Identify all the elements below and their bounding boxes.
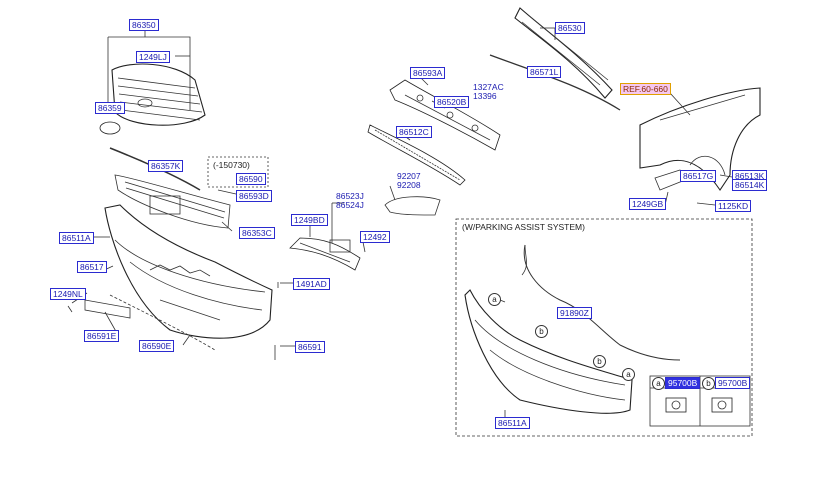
leader-86350-right [108,36,191,110]
label-1249nl[interactable]: 1249NL [50,288,86,300]
fog-lamp-cover [384,196,441,216]
label-150730: (-150730) [213,160,250,170]
label-1125kd[interactable]: 1125KD [715,200,752,212]
emblem [99,121,121,135]
parking-assist-box [455,218,753,437]
label-86571l[interactable]: 86571L [527,66,562,78]
label-86530[interactable]: 86530 [555,22,585,34]
label-86590e[interactable]: 86590E [139,340,175,352]
callout-a-box: a [652,377,665,390]
label-86514k[interactable]: 86514K [732,179,768,191]
label-1249gb[interactable]: 1249GB [629,198,667,210]
label-86511a-pas[interactable]: 86511A [495,417,530,429]
parking-assist-title: (W/PARKING ASSIST SYSTEM) [462,222,585,232]
label-86520b[interactable]: 86520B [434,96,470,108]
label-1249lj[interactable]: 1249LJ [136,51,170,63]
callout-a-2: a [622,368,635,381]
callout-a-1: a [488,293,501,306]
callout-b-1: b [535,325,548,338]
label-86359[interactable]: 86359 [95,102,125,114]
label-1327ac[interactable]: 1327AC [473,82,504,92]
label-13396[interactable]: 13396 [473,91,497,101]
energy-absorber [489,54,621,111]
label-95700b-a[interactable]: 95700B [665,377,701,389]
radiator-grille [111,63,206,126]
label-86591e[interactable]: 86591E [84,330,120,342]
parking-sensor-b [711,397,733,413]
label-ref-60-660[interactable]: REF.60-660 [620,83,671,95]
parking-sensor-a [665,397,687,413]
label-86593d[interactable]: 86593D [236,190,272,202]
sensor-harness [523,244,681,361]
label-92208[interactable]: 92208 [397,180,421,190]
label-86517g[interactable]: 86517G [680,170,717,182]
lower-grille [367,124,466,186]
callout-b-box: b [702,377,715,390]
label-86590[interactable]: 86590 [236,173,266,185]
label-86591[interactable]: 86591 [295,341,325,353]
label-1491ad[interactable]: 1491AD [293,278,330,290]
pas-bumper [464,289,633,414]
upper-bracket [389,79,501,151]
label-86517[interactable]: 86517 [77,261,107,273]
lower-strip [109,294,216,351]
label-86593a[interactable]: 86593A [410,67,446,79]
front-fender [639,87,761,191]
label-86353c[interactable]: 86353C [239,227,275,239]
label-86350[interactable]: 86350 [129,19,159,31]
front-bumper [104,204,273,339]
label-86512c[interactable]: 86512C [396,126,432,138]
plate-bracket [84,299,131,319]
lamp-bezel [289,237,361,271]
label-92207[interactable]: 92207 [397,171,421,181]
callout-b-2: b [593,355,606,368]
label-95700b-b[interactable]: 95700B [715,377,751,389]
label-86511a-main[interactable]: 86511A [59,232,94,244]
label-12492[interactable]: 12492 [360,231,390,243]
label-86523j[interactable]: 86523J [336,191,364,201]
label-1249bd[interactable]: 1249BD [291,214,328,226]
label-86357k[interactable]: 86357K [148,160,184,172]
label-91890z[interactable]: 91890Z [557,307,592,319]
grille-insert [114,174,231,229]
label-86524j[interactable]: 86524J [336,200,364,210]
bumper-beam [514,7,613,99]
